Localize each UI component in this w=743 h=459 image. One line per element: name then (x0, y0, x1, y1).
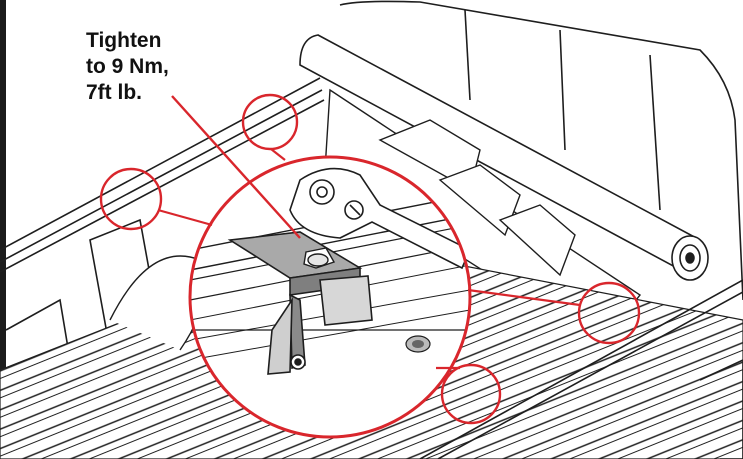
ratchet-wrench-icon (289, 167, 470, 270)
callout-line-1: Tighten (86, 29, 162, 52)
cab-outline (339, 0, 743, 301)
callout-line-2: to 9 Nm, (86, 55, 169, 78)
left-border (0, 0, 6, 459)
highlight-circles (99, 93, 641, 425)
highlight-circle-top (241, 93, 299, 151)
right-rail (419, 279, 743, 459)
callout-leader (171, 95, 301, 239)
highlight-circle-left (99, 167, 163, 231)
zoom-circle (188, 155, 472, 439)
highlight-circle-right (577, 281, 641, 345)
callout-line-3: 7ft lb. (86, 81, 142, 104)
tonneau-roll (299, 34, 709, 281)
zoom-detail (190, 157, 470, 437)
connector-lines (157, 148, 581, 370)
torque-callout: Tighten to 9 Nm, 7ft lb. (86, 28, 169, 106)
bolt-icon (303, 247, 336, 269)
clamp-icon (227, 231, 373, 375)
highlight-circle-bottom (440, 363, 502, 425)
front-bed-wall (324, 88, 642, 346)
